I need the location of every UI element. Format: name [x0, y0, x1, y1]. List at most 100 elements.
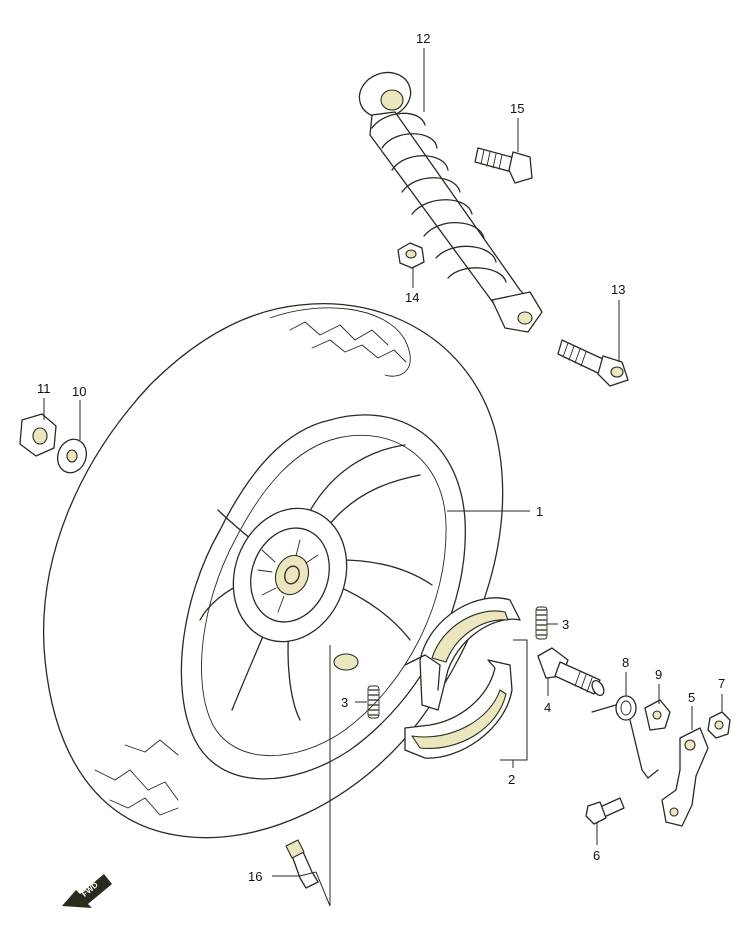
callout-13: 13 [611, 282, 625, 297]
spring-coil [391, 155, 449, 171]
hub-bore [274, 554, 310, 596]
fwd-arrow-icon [62, 874, 112, 908]
callout-5: 5 [688, 690, 695, 705]
brake-arm-hole-top [684, 739, 696, 751]
nut-14 [397, 242, 425, 269]
brake-shoe-set [404, 597, 521, 759]
bolt-15-thread [480, 149, 503, 170]
spring-coil [381, 133, 438, 149]
bolt-13 [557, 339, 629, 387]
spoke [339, 559, 433, 586]
spring-coil [435, 245, 497, 263]
shock-body [369, 111, 539, 326]
spring-8-coil-inner [620, 700, 632, 716]
callout-6: 6 [593, 848, 600, 863]
washer-10-hole [66, 449, 78, 463]
bolt-6-head [585, 801, 607, 825]
callout-16: 16 [248, 869, 262, 884]
callout-labels: 1 2 3 3 4 5 6 7 8 9 10 11 12 13 14 15 16 [37, 31, 725, 884]
hub-axle-hole [284, 565, 300, 585]
callout-7: 7 [718, 676, 725, 691]
bolt-15 [474, 147, 533, 184]
tire-outer [43, 303, 504, 839]
callout-2: 2 [508, 772, 515, 787]
spring-8-arm [591, 704, 617, 713]
callout-14: 14 [405, 290, 419, 305]
bolt-15-head [508, 151, 533, 184]
nut-14-hole [405, 249, 417, 259]
spring-coil [401, 177, 461, 193]
tread-mark [311, 339, 407, 363]
callout-11: 11 [37, 381, 51, 396]
bolt-6 [585, 797, 625, 825]
brake-lining-lower [411, 689, 507, 749]
nut-7-hole [714, 720, 724, 730]
spoke [304, 444, 406, 521]
spring-coil [447, 267, 507, 283]
rear-shock-absorber [358, 71, 543, 333]
washer-10 [56, 438, 88, 474]
bolt-13-thread [562, 342, 587, 367]
rear-wheel-assembly [43, 303, 504, 839]
nut-7 [707, 711, 731, 739]
bolt-13-shank [557, 339, 606, 375]
spoke [334, 584, 411, 641]
shock-bottom-bushing [517, 311, 533, 325]
rim-outer [180, 414, 466, 780]
spoke [324, 474, 421, 531]
rim-inner [201, 434, 447, 757]
brake-arm-5 [661, 727, 709, 827]
shock-bottom-eye [491, 291, 543, 333]
indicator-9-hole [652, 710, 662, 720]
tread-mark [94, 769, 179, 801]
fwd-badge: FWD [62, 874, 112, 908]
callout-3a: 3 [562, 617, 569, 632]
leader-2 [500, 639, 528, 768]
callout-4: 4 [544, 700, 551, 715]
brake-cam-4 [537, 647, 605, 697]
brake-spring-lower [367, 685, 380, 719]
spring-coil [371, 112, 426, 129]
brake-shoe-web [404, 654, 441, 691]
brake-shoe-upper [419, 597, 521, 711]
brake-arm-body [661, 727, 709, 827]
tread-mark [289, 321, 389, 346]
valve-16-cap [285, 839, 305, 859]
spring-coil [423, 222, 485, 239]
valve-16 [285, 839, 319, 889]
valve-hole [333, 653, 359, 671]
callout-15: 15 [510, 101, 524, 116]
return-spring-8 [591, 695, 659, 779]
tread-mark [109, 797, 179, 816]
bolt-13-socket [610, 366, 624, 378]
brake-spring-upper [535, 606, 548, 640]
tread-mark [124, 739, 179, 756]
callout-12: 12 [416, 31, 430, 46]
wear-indicator-9 [644, 699, 671, 731]
shock-top-bushing [380, 89, 404, 111]
hub-inner [250, 527, 330, 623]
spring-3-lower-coils [368, 689, 379, 716]
hub-rib [257, 539, 319, 613]
spring-3-lower-body [367, 685, 380, 719]
brake-cam-end [591, 679, 605, 697]
leader-lines [43, 48, 723, 907]
brake-arm-hole-bottom [669, 807, 679, 817]
axle-nut-11-hole [32, 427, 48, 445]
callout-8: 8 [622, 655, 629, 670]
spring-coil [411, 199, 473, 215]
tire-tread-edge [269, 307, 411, 377]
brake-cam-splines [574, 671, 593, 693]
spring-8-coil [615, 695, 637, 721]
leader-16 [272, 645, 331, 907]
brake-shoe-lower [404, 659, 513, 759]
callout-9: 9 [655, 667, 662, 682]
spring-8-leg [629, 719, 659, 779]
spring-3-upper-body [535, 606, 548, 640]
axle-nut-11 [19, 413, 57, 457]
callout-1: 1 [536, 504, 543, 519]
callout-10: 10 [72, 384, 86, 399]
callout-3b: 3 [341, 695, 348, 710]
brake-lining-upper [431, 610, 509, 663]
